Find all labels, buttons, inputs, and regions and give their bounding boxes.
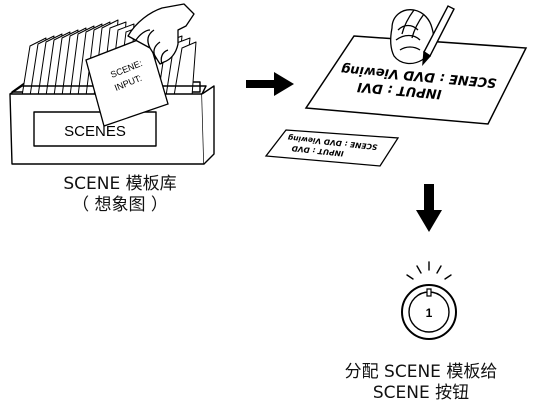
pen-icon <box>422 5 455 67</box>
assign-template-caption-line1: 分配 SCENE 模板给 <box>344 362 498 382</box>
assign-template-caption: 分配 SCENE 模板给 SCENE 按钮 <box>336 362 506 404</box>
scene-button <box>401 284 457 340</box>
template-library-caption: SCENE 模板库 （ 想象图 ） <box>40 174 200 216</box>
template-library-caption-line1: SCENE 模板库 <box>63 174 177 194</box>
scene-sheet-small <box>264 129 400 167</box>
scene-sheet-large <box>304 35 528 125</box>
down-arrow <box>416 184 442 232</box>
scene-button-glow-icon <box>406 261 452 280</box>
assign-template-caption-line2: SCENE 按钮 <box>372 383 470 403</box>
scene-sheet-large-line2: INPUT : DVI <box>356 79 442 101</box>
box-label: SCENES <box>64 123 126 140</box>
writing-hand-icon <box>390 9 435 65</box>
right-arrow <box>246 72 294 96</box>
template-library-caption-line2: （ 想象图 ） <box>72 195 168 215</box>
card-in-hand <box>85 35 169 127</box>
hand-icon <box>127 3 195 65</box>
box-label-plate <box>33 111 157 147</box>
scene-button-number: 1 <box>426 306 433 320</box>
